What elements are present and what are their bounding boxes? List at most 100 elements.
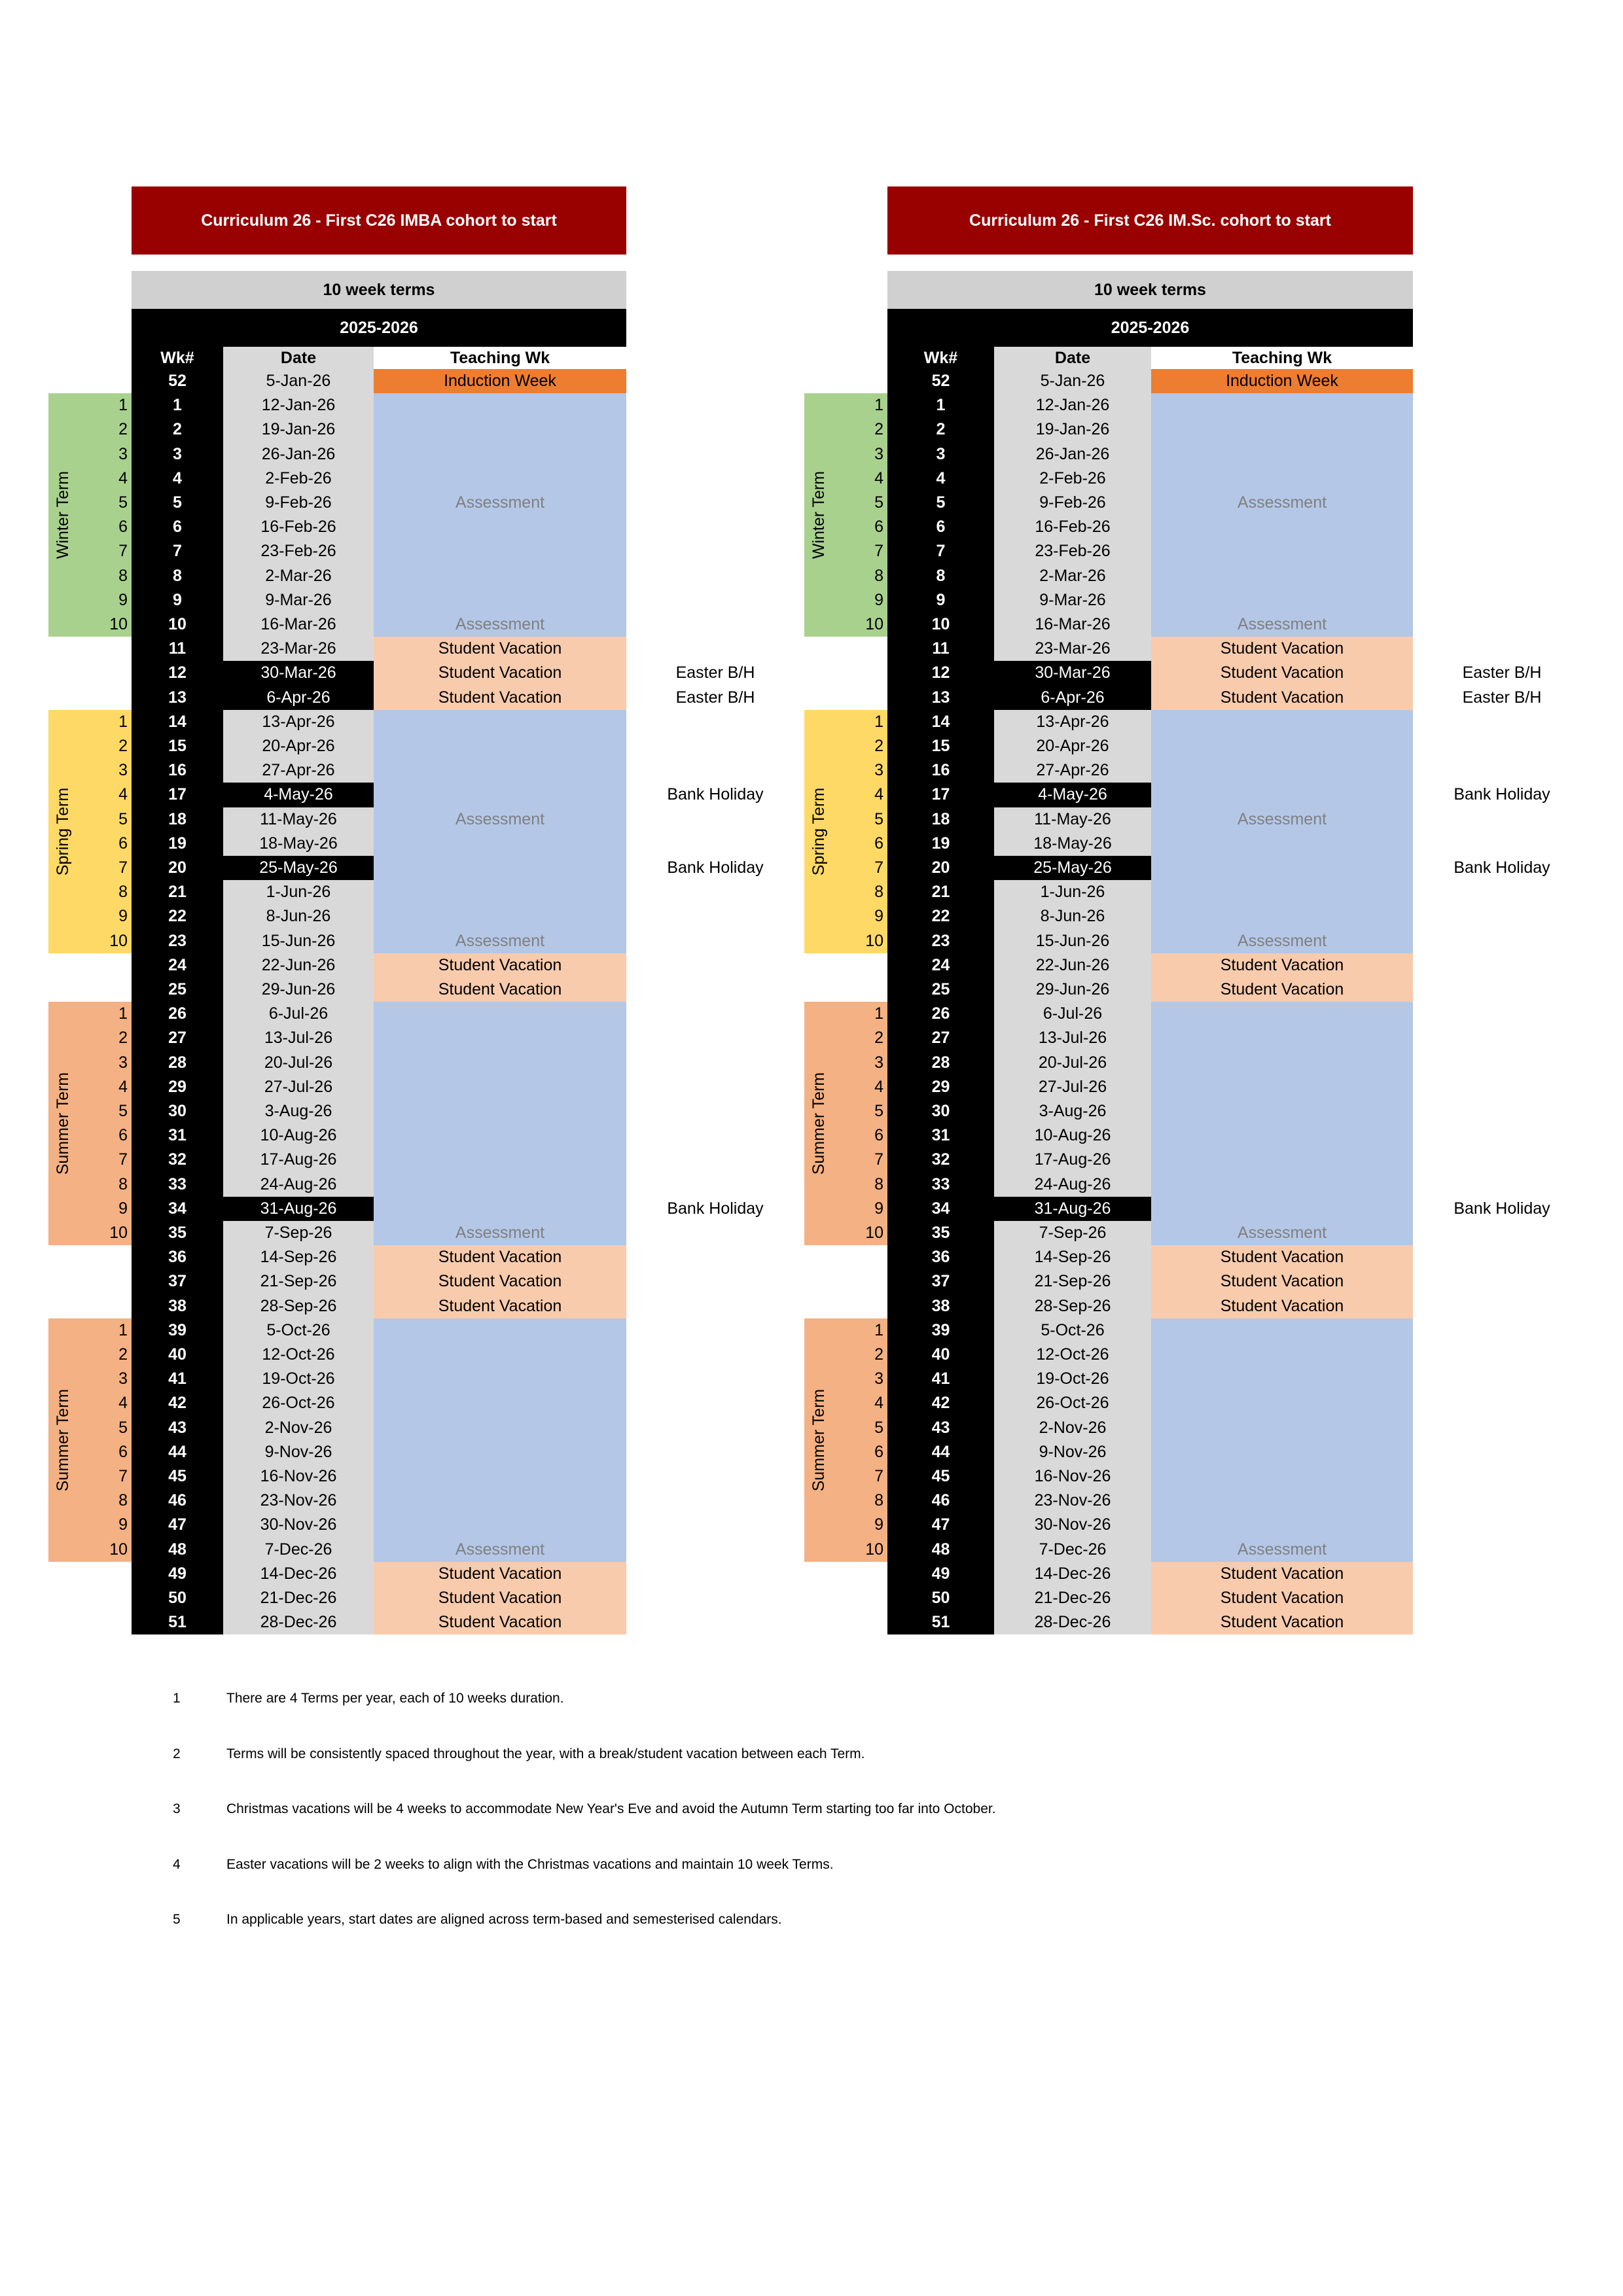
week-number: 42 [931,1394,950,1413]
term-week-number: 3 [118,1369,128,1388]
week-number: 21 [931,883,950,902]
student-vacation-cell: Student Vacation [374,953,626,978]
term-week-number: 1 [874,712,883,731]
student-vacation-cell: Student Vacation [1151,685,1413,710]
week-number: 47 [931,1515,950,1534]
week-date: 14-Dec-26 [223,1561,374,1586]
week-date: 29-Jun-26 [223,978,374,1002]
week-number: 12 [931,663,950,682]
week-number: 9 [936,590,946,609]
week-date: 9-Nov-26 [223,1439,374,1464]
week-date: 28-Dec-26 [994,1610,1151,1635]
week-date: 7-Sep-26 [994,1221,1151,1246]
week-number: 48 [168,1540,187,1559]
term-week-number: 6 [118,834,128,853]
week-number: 48 [931,1540,950,1559]
week-number: 28 [168,1053,187,1072]
assessment-label: Assessment [455,615,545,634]
week-number: 26 [931,1004,950,1023]
term-week-number: 2 [874,1029,883,1048]
week-number: 44 [168,1442,187,1461]
teaching-block [374,1318,626,1562]
week-date: 16-Nov-26 [994,1464,1151,1489]
week-date: 7-Dec-26 [994,1537,1151,1562]
week-date: 23-Nov-26 [994,1489,1151,1513]
week-number: 3 [936,444,946,463]
assessment-label: Assessment [1237,493,1327,512]
week-date: 3-Aug-26 [223,1099,374,1124]
student-vacation-cell: Student Vacation [374,1294,626,1318]
week-number: 25 [931,980,950,999]
week-date: 16-Nov-26 [223,1464,374,1489]
week-number: 36 [168,1248,187,1267]
teaching-block [1151,1318,1413,1562]
week-number: 29 [168,1077,187,1096]
week-number: 36 [931,1248,950,1267]
week-number: 30 [168,1102,187,1121]
week-number: 14 [168,712,187,731]
week-number: 4 [173,468,182,487]
week-number: 28 [931,1053,950,1072]
week-number: 26 [168,1004,187,1023]
week-date: 14-Dec-26 [994,1561,1151,1586]
term-week-number: 9 [118,1199,128,1218]
student-vacation-cell: Student Vacation [374,1269,626,1294]
term-week-number: 5 [118,809,128,828]
week-date: 20-Apr-26 [223,734,374,759]
week-number: 40 [168,1345,187,1364]
week-number: 10 [168,615,187,634]
week-number: 16 [168,761,187,780]
note-number: 2 [173,1746,181,1761]
term-week-number: 7 [118,542,128,561]
week-number: 17 [931,785,950,804]
week-number: 11 [168,639,187,658]
week-number: 8 [936,566,946,585]
week-number: 33 [168,1174,187,1193]
term-week-number: 6 [874,834,883,853]
week-date: 31-Aug-26 [223,1196,374,1221]
assessment-label: Assessment [1237,931,1327,950]
week-date: 23-Mar-26 [223,637,374,662]
column-header-date: Date [994,347,1151,369]
week-number: 30 [931,1102,950,1121]
calendar-title-banner: Curriculum 26 - First C26 IM.Sc. cohort … [887,186,1413,255]
teaching-block [374,709,626,953]
week-number: 45 [168,1467,187,1486]
week-date: 15-Jun-26 [223,928,374,953]
week-number: 42 [168,1394,187,1413]
student-vacation-cell: Student Vacation [1151,1610,1413,1635]
week-date: 27-Jul-26 [994,1074,1151,1099]
term-week-number: 9 [874,907,883,926]
holiday-note: Bank Holiday [667,858,764,877]
term-week-number: 3 [874,1369,883,1388]
term-week-number: 10 [109,615,128,634]
term-week-number: 3 [874,761,883,780]
week-number: 18 [168,809,187,828]
week-date: 25-May-26 [223,856,374,881]
holiday-note: Bank Holiday [1454,785,1550,804]
week-number: 41 [931,1369,950,1388]
week-date: 19-Oct-26 [994,1367,1151,1392]
week-date: 2-Mar-26 [223,563,374,588]
note-number: 5 [173,1912,181,1927]
week-number: 13 [168,688,187,707]
note-text: Terms will be consistently spaced throug… [226,1746,865,1761]
term-panel [48,393,132,637]
week-number: 10 [931,615,950,634]
week-number: 50 [168,1589,187,1608]
week-date: 23-Feb-26 [994,539,1151,564]
holiday-note: Bank Holiday [1454,1199,1550,1218]
week-date: 12-Jan-26 [223,393,374,418]
year-header: 2025-2026 [132,309,626,347]
assessment-label: Assessment [1237,1540,1327,1559]
teaching-block [374,1002,626,1246]
student-vacation-cell: Student Vacation [374,685,626,710]
assessment-label: Assessment [1237,809,1327,828]
week-date: 24-Aug-26 [223,1172,374,1197]
term-week-number: 2 [118,420,128,439]
teaching-block [1151,1002,1413,1246]
week-date: 27-Apr-26 [994,758,1151,783]
week-date: 21-Dec-26 [223,1586,374,1611]
calendar-title-banner: Curriculum 26 - First C26 IMBA cohort to… [132,186,626,255]
week-number: 51 [168,1613,187,1632]
